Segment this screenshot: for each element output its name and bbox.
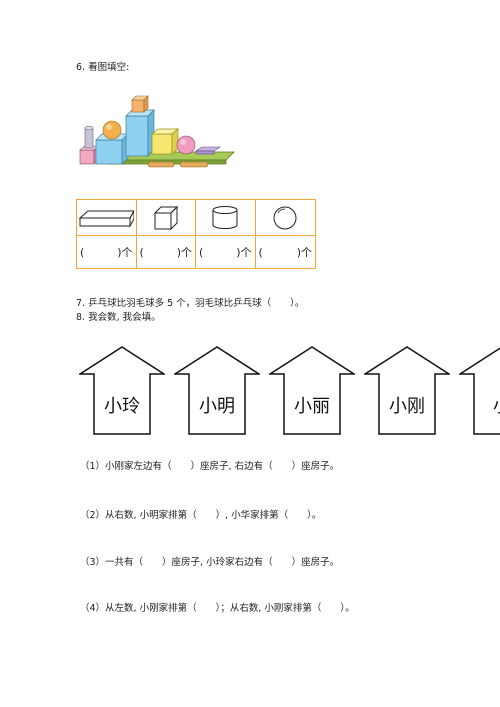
- question-8-title: 8. 我会数, 我会填。: [76, 312, 161, 323]
- house-name: 小明: [199, 396, 235, 417]
- cube-cell: [136, 200, 196, 236]
- question-6-title: 6. 看图填空:: [76, 62, 130, 73]
- house-4: 小刚: [364, 346, 450, 436]
- house-1: 小玲: [79, 346, 165, 436]
- house-2: 小明: [174, 346, 260, 436]
- sub-question-4: （4）从左数, 小刚家排第（ ）；从右数, 小刚家排第（ ）。: [80, 603, 355, 614]
- sub-question-3: （3）一共有（ ）座房子, 小玲家右边有（ ）座房子。: [80, 557, 340, 568]
- cube-answer[interactable]: ()个: [137, 236, 196, 268]
- sphere-cell: [255, 200, 315, 236]
- shape-count-table: ()个 ()个 ()个 ()个: [76, 199, 316, 269]
- sphere-answer[interactable]: ()个: [258, 245, 313, 260]
- stacked-blocks-illustration: [79, 95, 235, 168]
- house-5: 小: [459, 346, 500, 436]
- cylinder-cell: [196, 200, 256, 236]
- cylinder-icon: [212, 205, 238, 229]
- house-name: 小丽: [294, 396, 330, 417]
- sphere-icon: [273, 206, 297, 229]
- house-name: 小玲: [104, 396, 140, 417]
- house-name: 小: [459, 392, 500, 418]
- cuboid-cell: [77, 200, 137, 236]
- cuboid-icon: [78, 209, 135, 228]
- cube-icon: [153, 205, 178, 230]
- sub-question-1: （1）小刚家左边有（ ）座房子, 右边有（ ）座房子。: [80, 461, 340, 472]
- house-3: 小丽: [269, 346, 355, 436]
- sub-question-2: （2）从右数, 小明家排第（ ）, 小华家排第（ ）。: [80, 510, 322, 521]
- cuboid-answer[interactable]: ()个: [77, 236, 137, 268]
- cylinder-answer[interactable]: ()个: [196, 236, 256, 268]
- question-7: 7. 乒乓球比羽毛球多 5 个，羽毛球比乒乓球（ ）。: [76, 298, 305, 309]
- house-name: 小刚: [389, 396, 425, 417]
